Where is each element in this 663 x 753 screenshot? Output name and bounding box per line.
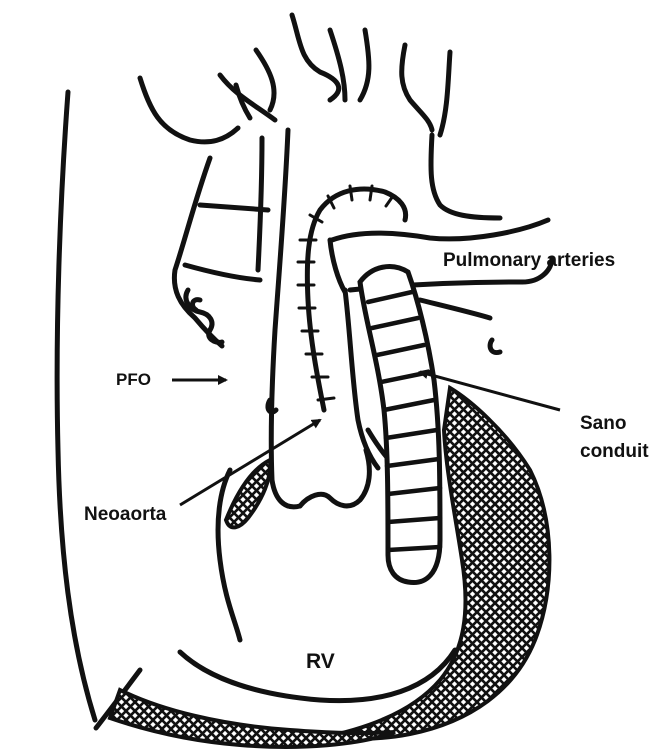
pa-stub bbox=[490, 340, 500, 353]
label-sano-conduit: Sano conduit bbox=[580, 410, 649, 466]
label-neoaorta: Neoaorta bbox=[84, 505, 166, 524]
label-pfo: PFO bbox=[116, 371, 151, 388]
label-sano-line2: conduit bbox=[580, 438, 649, 466]
label-rv: RV bbox=[306, 651, 335, 672]
ra-inner-wall bbox=[258, 138, 262, 270]
sano-conduit bbox=[360, 267, 440, 583]
pa-upper-wall bbox=[332, 220, 548, 240]
arch-branch-6 bbox=[440, 52, 450, 135]
arch-branch-5 bbox=[402, 45, 432, 130]
svc-left-wall bbox=[140, 78, 238, 142]
pa-inner-wall bbox=[330, 240, 345, 292]
rv-wall-hatched-left bbox=[226, 460, 270, 527]
label-sano-line1: Sano bbox=[580, 410, 649, 438]
right-atrium-wall bbox=[174, 158, 222, 346]
arch-branch-2 bbox=[292, 15, 339, 100]
pa-branch-right bbox=[420, 300, 490, 318]
ra-small-loop bbox=[193, 300, 200, 310]
chest-wall-line bbox=[57, 92, 95, 720]
sano-arrow bbox=[420, 372, 560, 410]
label-pulmonary-arteries: Pulmonary arteries bbox=[443, 251, 615, 270]
neoaorta-bottom bbox=[300, 450, 369, 506]
arch-branch-4 bbox=[360, 30, 369, 100]
arch-branch-1 bbox=[256, 50, 274, 110]
neoaorta-left-wall bbox=[271, 130, 300, 507]
neoaorta-right-wall bbox=[431, 135, 500, 218]
ra-band-1 bbox=[200, 205, 268, 210]
ra-band-2 bbox=[185, 265, 260, 280]
